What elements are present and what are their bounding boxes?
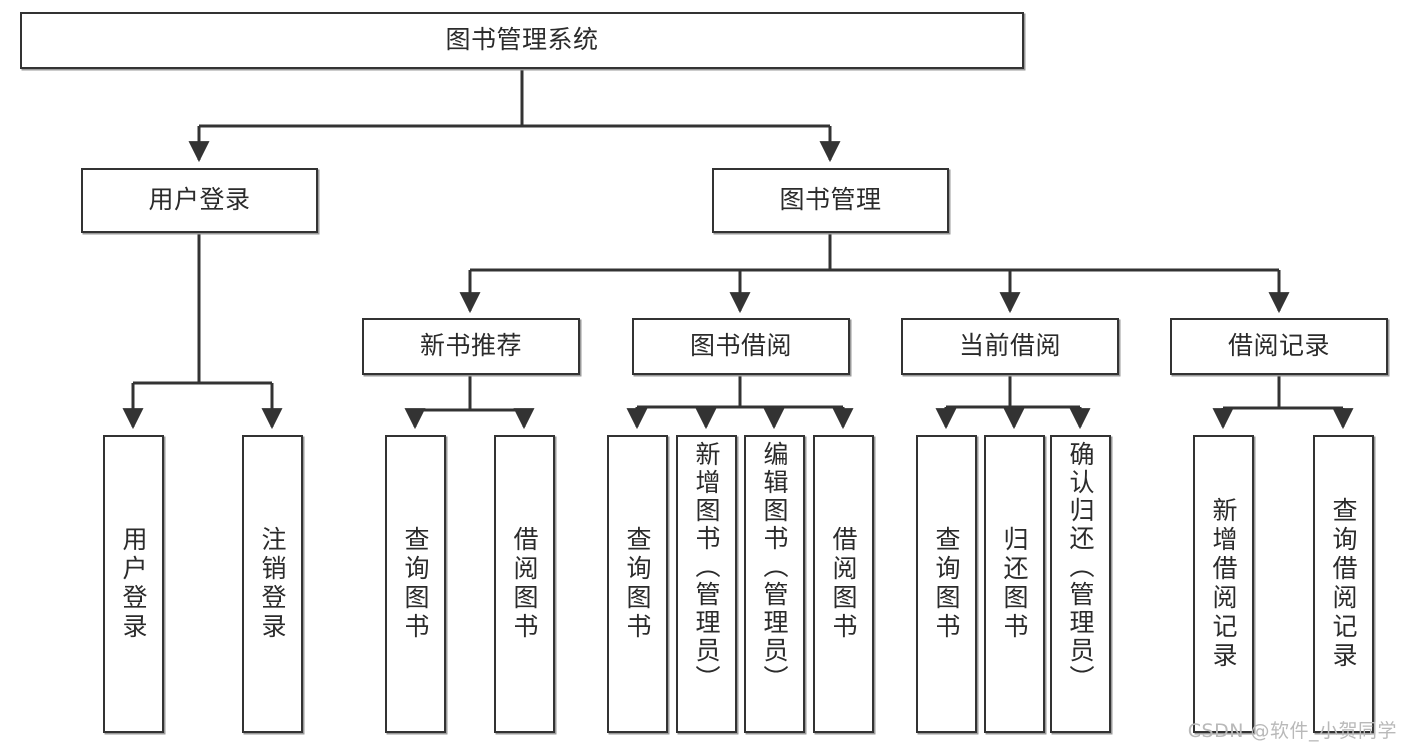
- node-new-book-recommend-label: 新书推荐: [419, 331, 522, 361]
- leaf-user-login-signin[interactable]: 用户登录: [103, 435, 164, 733]
- leaf-records-add-record-label: 新增借阅记录: [1209, 497, 1238, 671]
- leaf-borrow-edit-book-admin[interactable]: 编辑图书（管理员）: [744, 435, 805, 733]
- leaf-user-login-signout[interactable]: 注销登录: [242, 435, 303, 733]
- leaf-new-book-query[interactable]: 查询图书: [385, 435, 446, 733]
- node-current-borrow-label: 当前借阅: [958, 331, 1061, 361]
- node-borrow-records[interactable]: 借阅记录: [1170, 318, 1388, 375]
- node-user-login[interactable]: 用户登录: [81, 168, 318, 233]
- leaf-current-confirm-return-admin[interactable]: 确认归还（管理员）: [1050, 435, 1111, 733]
- watermark: CSDN @软件_小贺同学: [1187, 720, 1397, 742]
- node-book-borrow-label: 图书借阅: [689, 331, 792, 361]
- leaf-user-login-signout-label: 注销登录: [258, 526, 287, 642]
- leaf-current-query-book-label: 查询图书: [932, 526, 961, 642]
- leaf-borrow-borrow-book[interactable]: 借阅图书: [813, 435, 874, 733]
- leaf-borrow-add-book-admin[interactable]: 新增图书（管理员）: [676, 435, 737, 733]
- leaf-current-return-book-label: 归还图书: [1000, 526, 1029, 642]
- node-root-label: 图书管理系统: [445, 25, 599, 55]
- leaf-new-book-borrow[interactable]: 借阅图书: [494, 435, 555, 733]
- leaf-new-book-query-label: 查询图书: [401, 526, 430, 642]
- leaf-current-query-book[interactable]: 查询图书: [916, 435, 977, 733]
- leaf-borrow-query-book[interactable]: 查询图书: [607, 435, 668, 733]
- leaf-borrow-add-book-admin-label: 新增图书（管理员）: [692, 441, 721, 693]
- node-book-management-label: 图书管理: [779, 185, 882, 215]
- leaf-new-book-borrow-label: 借阅图书: [510, 526, 539, 642]
- node-current-borrow[interactable]: 当前借阅: [901, 318, 1119, 375]
- leaf-current-return-book[interactable]: 归还图书: [984, 435, 1045, 733]
- leaf-borrow-query-book-label: 查询图书: [623, 526, 652, 642]
- leaf-current-confirm-return-admin-label: 确认归还（管理员）: [1066, 441, 1095, 693]
- leaf-records-add-record[interactable]: 新增借阅记录: [1193, 435, 1254, 733]
- leaf-records-query-record-label: 查询借阅记录: [1329, 497, 1358, 671]
- node-root[interactable]: 图书管理系统: [20, 12, 1024, 69]
- node-book-management[interactable]: 图书管理: [712, 168, 949, 233]
- node-user-login-label: 用户登录: [148, 185, 251, 215]
- node-borrow-records-label: 借阅记录: [1227, 331, 1330, 361]
- node-new-book-recommend[interactable]: 新书推荐: [362, 318, 580, 375]
- node-book-borrow[interactable]: 图书借阅: [632, 318, 850, 375]
- leaf-user-login-signin-label: 用户登录: [119, 526, 148, 642]
- leaf-borrow-edit-book-admin-label: 编辑图书（管理员）: [760, 441, 789, 693]
- leaf-records-query-record[interactable]: 查询借阅记录: [1313, 435, 1374, 733]
- leaf-borrow-borrow-book-label: 借阅图书: [829, 526, 858, 642]
